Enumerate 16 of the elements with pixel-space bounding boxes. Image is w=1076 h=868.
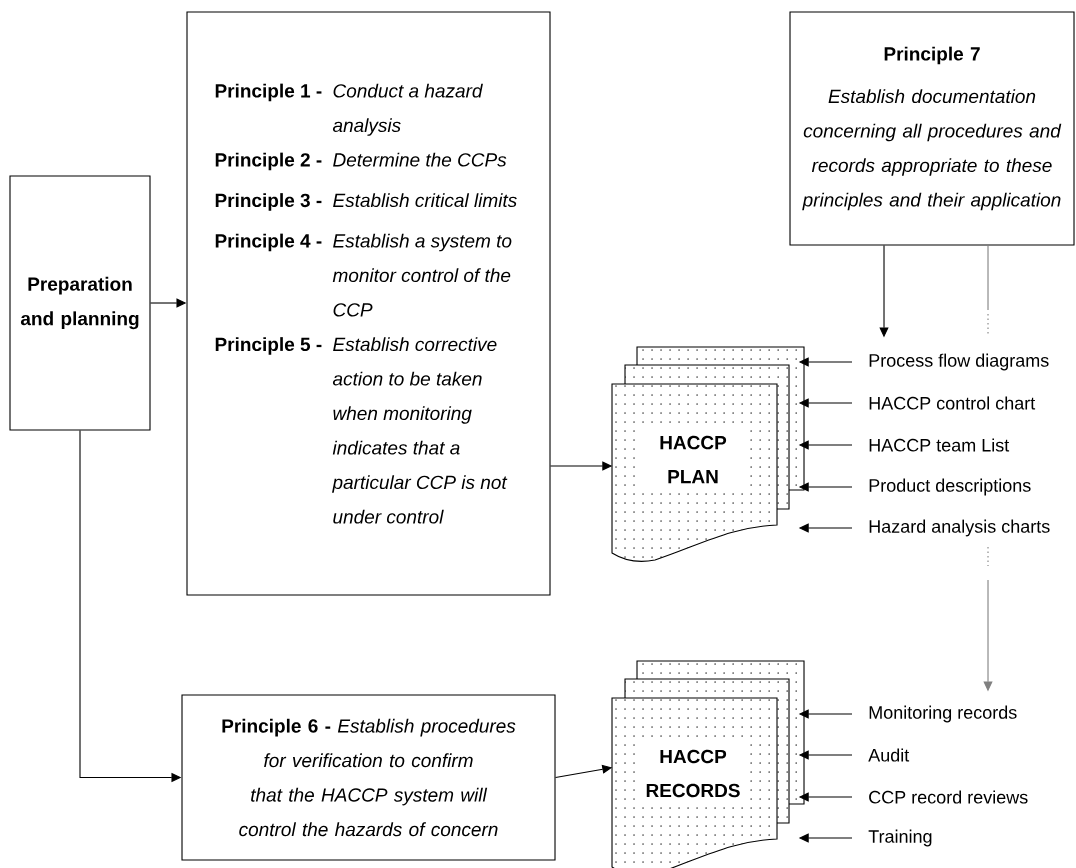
item-label: CCP record reviews (869, 790, 1028, 804)
document-stack: HACCP RECORDS (611, 660, 805, 868)
process-box: Preparation and planning (9, 175, 151, 431)
node-label: HACCP PLAN (660, 435, 727, 484)
process-box: Principle 7 Establish documentation concerning all procedures and records appropriate to these principles and their application (789, 11, 1075, 246)
item-label: Training (868, 829, 932, 847)
document-stack: HACCP PLAN (611, 346, 805, 562)
principles-box: Principle 1 - Conduct a hazard analysis Principle 2 - Determine the CCPs Principle 3 - Establish critical limits Principle 4 - Establish a system to monitor control of the CCP Principle 5 - Establish corrective action to be taken when monitoring indicates that a particular CCP is not under control (186, 11, 551, 596)
item-label: Product descriptions (869, 478, 1031, 496)
item-label: Audit (868, 748, 910, 762)
process-box: Principle 6 - Establish procedures for verification to confirm that the HACCP system will control the hazards of concern (181, 694, 556, 861)
item-label: HACCP team List (869, 438, 1010, 452)
item-label: HACCP control chart (869, 396, 1036, 410)
item-label: Hazard analysis charts (869, 519, 1050, 537)
item-label: Monitoring records (869, 705, 1017, 723)
item-label: Process flow diagrams (869, 353, 1049, 371)
